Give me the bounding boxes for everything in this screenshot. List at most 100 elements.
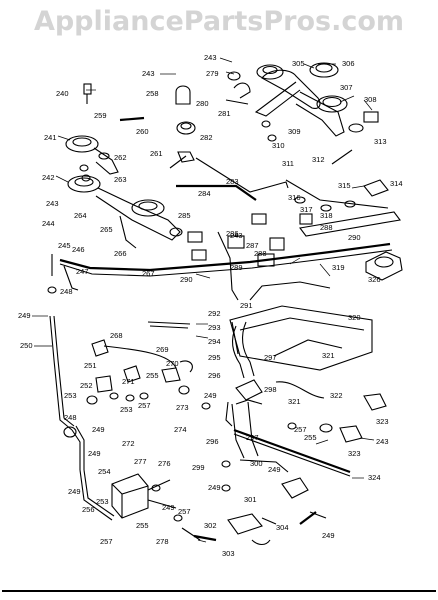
- callout-262: 262: [114, 153, 127, 162]
- callout-266: 266: [114, 249, 127, 258]
- callout-246: 246: [72, 245, 85, 254]
- callout-274: 274: [174, 425, 187, 434]
- callout-253: 253: [120, 405, 133, 414]
- callout-240: 240: [56, 89, 69, 98]
- callout-257: 257: [138, 401, 151, 410]
- callout-294: 294: [208, 337, 221, 346]
- callout-253: 253: [96, 497, 109, 506]
- callout-311: 311: [282, 159, 294, 168]
- burner-base-326: [365, 251, 403, 281]
- callout-249: 249: [88, 449, 101, 458]
- callout-257: 257: [294, 425, 307, 434]
- callout-242: 242: [42, 173, 55, 182]
- callout-290: 290: [180, 275, 193, 284]
- callout-254: 254: [98, 467, 111, 476]
- callout-326: 326: [368, 275, 381, 284]
- callout-285: 285: [178, 211, 191, 220]
- callout-309: 309: [288, 127, 301, 136]
- callout-249: 249: [322, 531, 335, 540]
- callout-273: 273: [176, 403, 189, 412]
- callout-299: 299: [192, 463, 205, 472]
- callout-249: 249: [92, 425, 105, 434]
- callout-317: 317: [300, 205, 313, 214]
- callout-labels: 240 241 242 243 243 243 243 243 244 245 …: [18, 53, 403, 558]
- callout-249: 249: [208, 483, 221, 492]
- callout-304: 304: [276, 523, 289, 532]
- callout-303: 303: [222, 549, 235, 558]
- callout-280: 280: [196, 99, 209, 108]
- callout-248: 248: [60, 287, 73, 296]
- gas-line-and-thermostat: [49, 315, 217, 542]
- callout-300: 300: [250, 459, 263, 468]
- callout-279: 279: [206, 69, 219, 78]
- callout-249: 249: [18, 311, 31, 320]
- callout-310: 310: [272, 141, 285, 150]
- callout-302: 302: [204, 521, 217, 530]
- callout-324: 324: [368, 473, 381, 482]
- callout-243: 243: [376, 437, 389, 446]
- callout-293: 293: [208, 323, 221, 332]
- callout-243: 243: [230, 231, 243, 240]
- callout-250: 250: [20, 341, 33, 350]
- callout-260: 260: [136, 127, 149, 136]
- callout-288: 288: [254, 249, 267, 258]
- callout-259: 259: [94, 111, 107, 120]
- callout-322: 322: [330, 391, 343, 400]
- control-components-left: [86, 321, 193, 405]
- callout-289: 289: [230, 263, 243, 272]
- callout-283: 283: [226, 177, 239, 186]
- oven-burner-tube: [225, 321, 289, 473]
- callout-320: 320: [348, 313, 361, 322]
- lower-rod: [233, 428, 351, 477]
- callout-244: 244: [42, 219, 55, 228]
- callout-243: 243: [204, 53, 217, 62]
- callout-255: 255: [146, 371, 159, 380]
- callout-270: 270: [166, 359, 179, 368]
- callout-243: 243: [46, 199, 59, 208]
- callout-255: 255: [136, 521, 149, 530]
- callout-313: 313: [374, 137, 387, 146]
- callout-257: 257: [100, 537, 113, 546]
- callout-249: 249: [68, 487, 81, 496]
- callout-281: 281: [218, 109, 231, 118]
- callout-243: 243: [142, 69, 155, 78]
- callout-286: 286: [226, 229, 239, 238]
- callout-247: 247: [76, 267, 89, 276]
- callout-307: 307: [340, 83, 353, 92]
- callout-287: 287: [246, 241, 259, 250]
- callout-249: 249: [268, 465, 281, 474]
- callout-306: 306: [342, 59, 355, 68]
- bottom-rule: [2, 590, 436, 592]
- callout-258: 258: [146, 89, 159, 98]
- oven-burner-pan: [229, 305, 373, 371]
- callout-257: 257: [178, 507, 191, 516]
- callout-249: 249: [162, 503, 175, 512]
- callout-249: 249: [204, 391, 217, 400]
- callout-271: 271: [122, 377, 135, 386]
- callout-290: 290: [348, 233, 361, 242]
- callout-253: 253: [64, 391, 77, 400]
- callout-263: 263: [114, 175, 127, 184]
- callout-323: 323: [376, 417, 389, 426]
- callout-252: 252: [80, 381, 93, 390]
- callout-321: 321: [322, 351, 335, 360]
- callout-292: 292: [208, 309, 221, 318]
- callout-261: 261: [150, 149, 163, 158]
- callout-297: 297: [264, 353, 277, 362]
- burner-assembly-left: [65, 135, 181, 249]
- gas-manifold: [59, 157, 401, 301]
- callout-282: 282: [200, 133, 213, 142]
- callout-296: 296: [208, 371, 221, 380]
- upper-middle-components: [79, 71, 277, 182]
- callout-288: 288: [320, 223, 333, 232]
- callout-295: 295: [208, 353, 221, 362]
- callout-241: 241: [44, 133, 57, 142]
- callout-268: 268: [110, 331, 123, 340]
- callout-265: 265: [100, 225, 113, 234]
- burner-assembly-top-right: [254, 62, 379, 137]
- callout-264: 264: [74, 211, 87, 220]
- callout-255: 255: [304, 433, 317, 442]
- callout-291: 291: [240, 301, 253, 310]
- valve-fittings: [47, 149, 389, 294]
